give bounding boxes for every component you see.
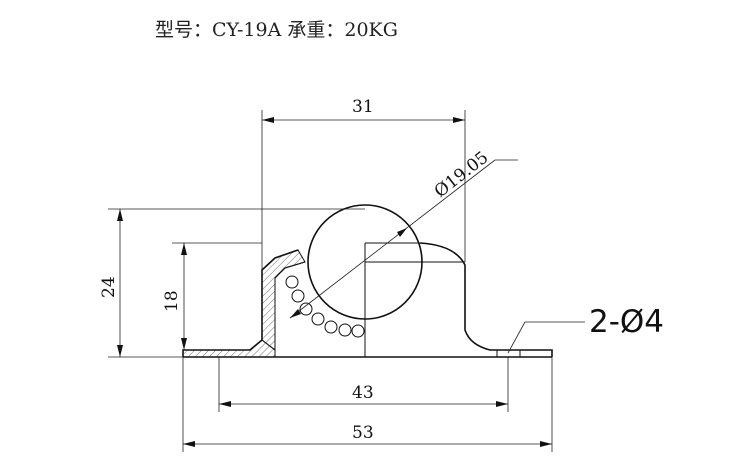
dim-hole-callout: 2-Ø4 [507, 304, 664, 354]
bearing-balls [285, 275, 365, 338]
dim-31-label: 31 [352, 97, 374, 117]
title-text: 型号：CY-19A 承重：20KG [155, 19, 398, 41]
hole-callout-label: 2-Ø4 [589, 304, 664, 340]
part-outline [182, 242, 553, 358]
dim-53-label: 53 [352, 423, 374, 443]
dim-body-height: 18 [162, 242, 262, 350]
dim-diameter-label: Ø19.05 [431, 148, 493, 202]
dim-ball-diameter: Ø19.05 [289, 148, 518, 319]
dim-hole-spacing: 43 [218, 357, 509, 412]
dim-24-label: 24 [99, 276, 119, 298]
dim-43-label: 43 [352, 383, 374, 403]
dim-18-label: 18 [162, 290, 182, 312]
dim-overall-height: 24 [99, 208, 365, 358]
section-hatch [182, 249, 306, 358]
dim-overall-width: 53 [182, 357, 553, 452]
